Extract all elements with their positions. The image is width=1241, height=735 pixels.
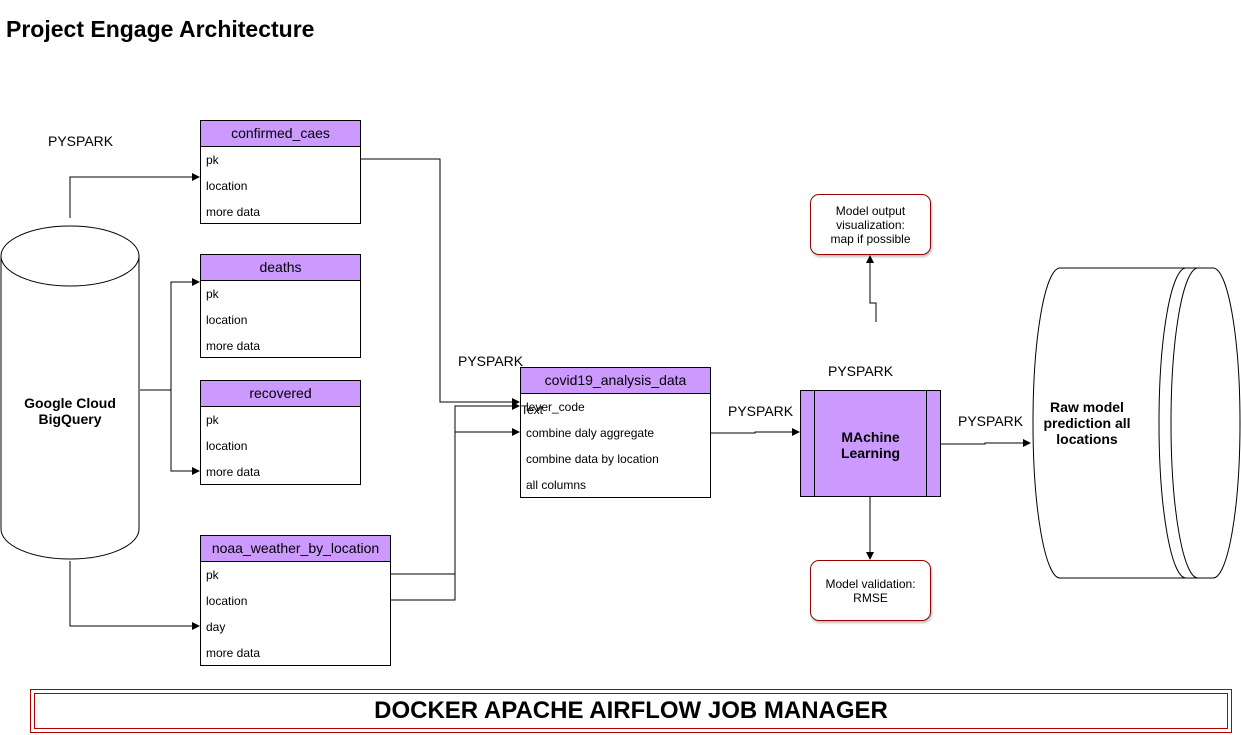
table-row: location [206, 594, 248, 608]
table-covid19-analysis[interactable]: covid19_analysis_data lever_code combine… [520, 367, 711, 498]
pyspark-label-to-ml: PYSPARK [728, 403, 794, 419]
table-row: combine data by location [526, 452, 659, 466]
table-row: location [206, 439, 248, 453]
bigquery-label-line1: Google Cloud [24, 395, 116, 411]
bigquery-label: Google Cloud BigQuery [1, 395, 139, 427]
machine-learning-line2: Learning [840, 445, 901, 461]
bigquery-cylinder [0, 225, 140, 560]
machine-learning-process[interactable]: MAchine Learning [800, 390, 941, 497]
validation-box-line1: Model validation: [825, 576, 916, 591]
pyspark-label-to-output: PYSPARK [958, 413, 1024, 429]
table-row: more data [206, 339, 261, 353]
output-storage-shape [1032, 267, 1241, 579]
airflow-job-manager-frame: DOCKER APACHE AIRFLOW JOB MANAGER [30, 689, 1232, 733]
table-header: deaths [201, 255, 360, 281]
validation-box-line2: RMSE [853, 590, 888, 605]
table-confirmed-cases[interactable]: confirmed_caes pk location more data [200, 120, 361, 224]
table-recovered[interactable]: recovered pk location more data [200, 380, 361, 485]
pyspark-label-ingest: PYSPARK [48, 133, 114, 149]
table-header: noaa_weather_by_location [201, 536, 390, 562]
table-row: pk [206, 287, 219, 301]
table-row: all columns [526, 478, 587, 492]
table-row: location [206, 179, 248, 193]
edge-bigquery-noaa [69, 561, 200, 630]
viz-box-line2: visualization: [836, 217, 905, 232]
table-header: confirmed_caes [201, 121, 360, 147]
table-deaths[interactable]: deaths pk location more data [200, 254, 361, 358]
process-bar-left [814, 391, 815, 496]
bigquery-label-line2: BigQuery [38, 411, 102, 427]
edge-bigquery-confirmed [69, 173, 200, 218]
edge-confirmed-covid19 [361, 158, 520, 406]
output-label-line2: prediction all [1043, 415, 1131, 431]
machine-learning-line1: MAchine [841, 429, 900, 445]
table-row: combine daly aggregate [526, 426, 655, 440]
table-header: covid19_analysis_data [521, 368, 710, 394]
pyspark-label-ml: PYSPARK [828, 363, 894, 379]
table-row: more data [206, 205, 261, 219]
edge-noaa-location-covid19 [391, 428, 520, 601]
edge-ml-viz [866, 255, 877, 322]
viz-box-line3: map if possible [830, 231, 911, 246]
edge-bigquery-deaths [140, 278, 200, 391]
table-row: day [206, 620, 226, 634]
table-row: pk [206, 568, 219, 582]
process-bar-right [926, 391, 927, 496]
pyspark-label-transform: PYSPARK [458, 353, 524, 369]
page-title: Project Engage Architecture [6, 16, 315, 42]
table-header: recovered [201, 381, 360, 407]
machine-learning-label: MAchine Learning [801, 429, 940, 461]
output-storage-label: Raw model prediction all locations [1032, 399, 1142, 447]
airflow-job-manager-label: DOCKER APACHE AIRFLOW JOB MANAGER [34, 693, 1228, 729]
table-row: more data [206, 646, 261, 660]
edge-covid19-ml [711, 428, 800, 436]
viz-output-box[interactable]: Model output visualization: map if possi… [810, 194, 931, 255]
table-row: lever_code [526, 400, 585, 414]
table-row: location [206, 313, 248, 327]
table-row: pk [206, 153, 219, 167]
edge-ml-output [941, 439, 1031, 447]
table-row: pk [206, 413, 219, 427]
validation-box[interactable]: Model validation: RMSE [810, 560, 931, 621]
output-label-line3: locations [1056, 431, 1118, 447]
stray-text-label: Text [521, 403, 544, 417]
viz-box-line1: Model output [835, 203, 906, 218]
edge-bigquery-recovered [170, 390, 200, 475]
table-row: more data [206, 465, 261, 479]
table-noaa-weather[interactable]: noaa_weather_by_location pk location day… [200, 535, 391, 666]
output-label-line1: Raw model [1050, 399, 1124, 415]
